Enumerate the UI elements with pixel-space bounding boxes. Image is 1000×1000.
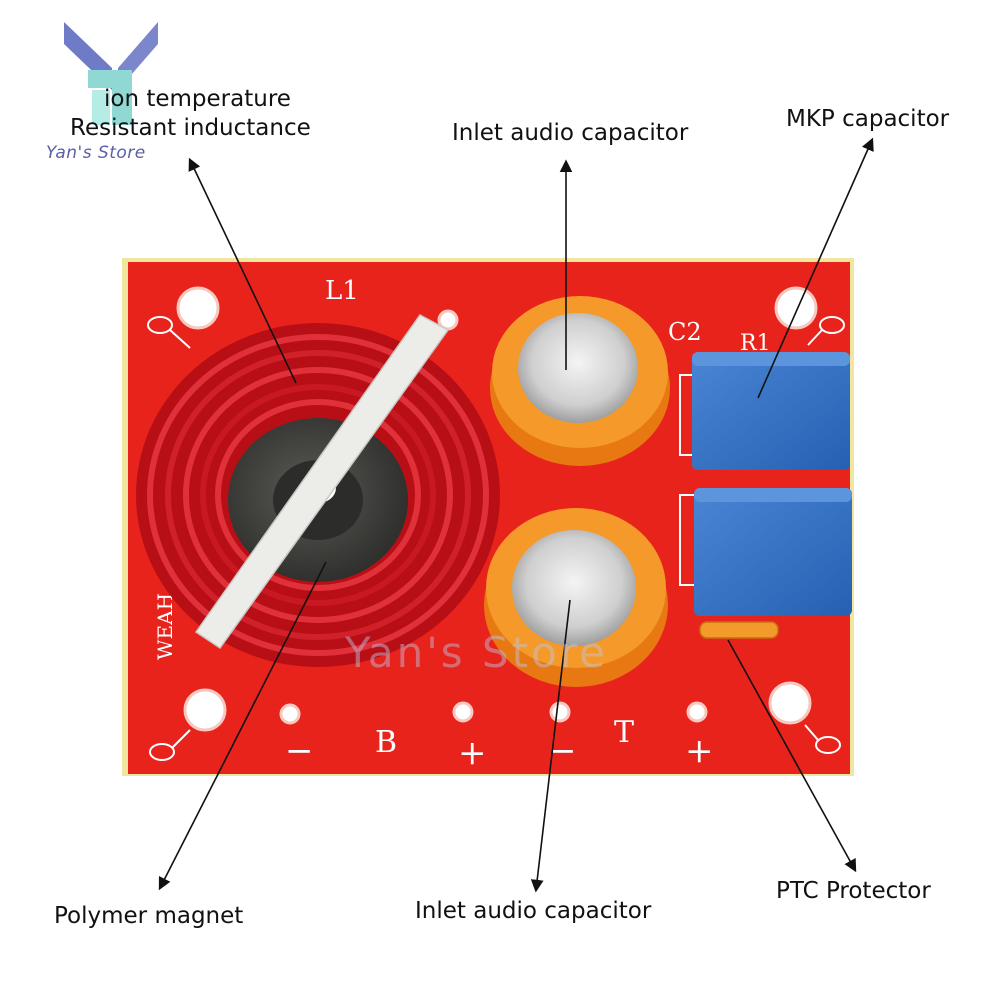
ptc-protector bbox=[699, 621, 779, 639]
arrow-inlet-bottom bbox=[530, 599, 571, 893]
mounting-hole bbox=[183, 688, 227, 732]
annotation-arrows bbox=[158, 137, 874, 893]
store-logo-text: Yan's Store bbox=[46, 143, 146, 163]
mkp-capacitor bbox=[692, 352, 850, 470]
label-mkp-capacitor: MKP capacitor bbox=[786, 106, 950, 132]
arrow-ptc bbox=[727, 639, 857, 873]
inductor-coil bbox=[136, 314, 500, 667]
terminal-label: + bbox=[685, 731, 714, 771]
arrow-polymer bbox=[158, 561, 327, 891]
capacitor-bottom bbox=[484, 508, 668, 687]
mounting-hole bbox=[176, 286, 220, 330]
label-inlet-capacitor-bottom: Inlet audio capacitor bbox=[415, 898, 652, 924]
silk-l1: L1 bbox=[325, 276, 359, 306]
store-watermark: Yan's Store bbox=[345, 628, 609, 677]
label-high-temp-line1: ion temperature bbox=[104, 86, 291, 112]
store-logo bbox=[64, 22, 158, 125]
mounting-hole bbox=[768, 681, 812, 725]
silk-weah: WEAH bbox=[153, 593, 177, 660]
label-ptc-protector: PTC Protector bbox=[776, 878, 931, 904]
silkscreen-text: L1 C2 R1 WEAH − B + − T + bbox=[153, 276, 771, 773]
label-high-temp-line2: Resistant inductance bbox=[70, 115, 311, 141]
arrow-inductance bbox=[188, 157, 297, 384]
terminal-label: + bbox=[458, 733, 487, 773]
mkp-capacitor-2 bbox=[694, 488, 852, 616]
label-polymer-magnet: Polymer magnet bbox=[54, 903, 244, 929]
label-inlet-capacitor-top: Inlet audio capacitor bbox=[452, 120, 689, 146]
terminal-label: − bbox=[285, 731, 314, 771]
screw-icon bbox=[147, 316, 845, 761]
terminal-label: T bbox=[614, 715, 634, 750]
silk-c2: C2 bbox=[668, 318, 702, 346]
cable-tie bbox=[194, 314, 450, 650]
arrow-mkp bbox=[757, 137, 874, 399]
capacitor-top bbox=[490, 296, 670, 466]
mounting-hole bbox=[774, 286, 818, 330]
silk-r1: R1 bbox=[740, 331, 771, 356]
terminal-label: B bbox=[375, 725, 397, 760]
